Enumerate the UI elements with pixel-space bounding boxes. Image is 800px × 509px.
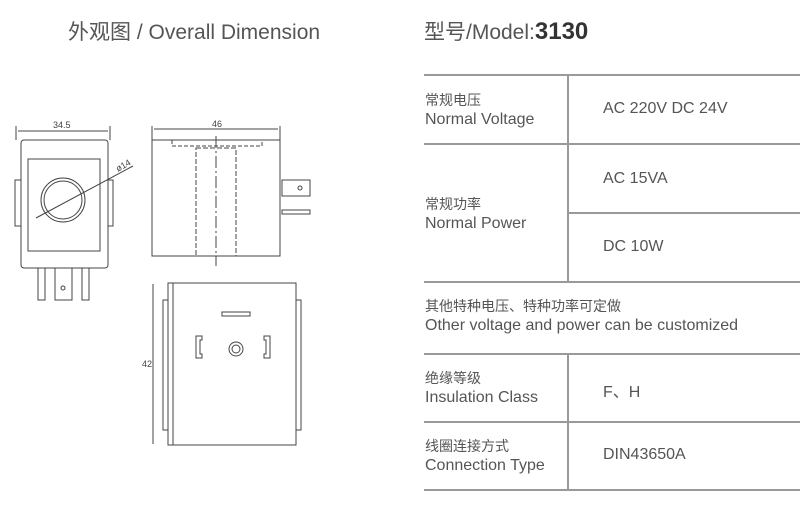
spec-value-connection: DIN43650A: [603, 446, 686, 463]
dim-side-width: 46: [212, 119, 222, 129]
dimension-drawing: 34.5 ø14 46 42: [14, 119, 311, 446]
spec-value-power-ac: AC 15VA: [603, 170, 668, 187]
dim-front-width: 34.5: [53, 120, 71, 130]
spec-value-power-dc: DC 10W: [603, 238, 664, 255]
drawing-title: 外观图 / Overall Dimension: [68, 21, 321, 44]
dim-height: 42: [142, 359, 152, 369]
spec-value-voltage: AC 220V DC 24V: [603, 100, 728, 117]
model-title: 型号/Model:3130: [424, 16, 588, 46]
model-prefix: 型号/Model:: [424, 21, 535, 44]
dim-diameter: ø14: [114, 157, 132, 173]
spec-value-insulation: F、H: [603, 384, 641, 401]
model-number: 3130: [534, 18, 589, 45]
